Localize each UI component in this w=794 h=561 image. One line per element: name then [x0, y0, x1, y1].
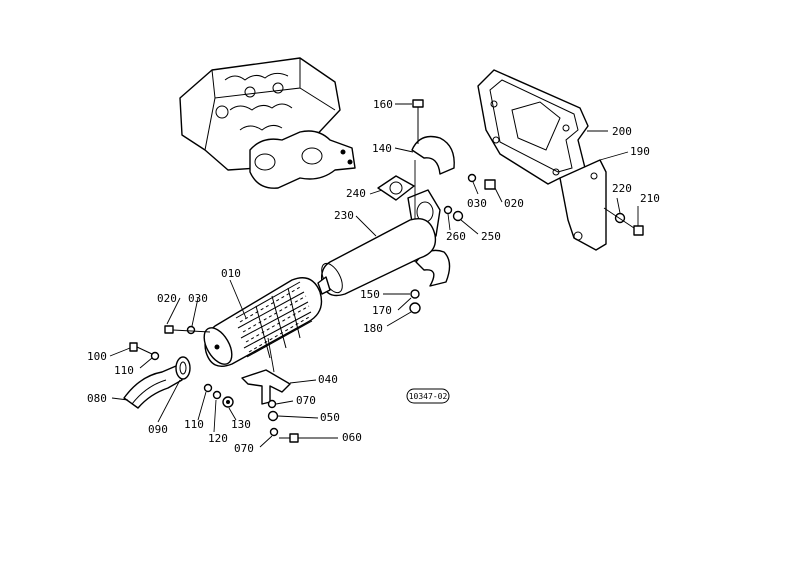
washer-120	[212, 390, 222, 400]
bolt-100	[129, 342, 153, 355]
bracket-plate-200	[477, 69, 589, 187]
bolt-060	[279, 433, 299, 443]
label-130: 130	[231, 418, 251, 431]
label-110-upper: 110	[114, 364, 134, 377]
washer-070-upper	[267, 399, 277, 409]
part-labels: 160 140 240 230 200 190 030 020 220 210 …	[87, 98, 660, 455]
label-010: 010	[221, 267, 241, 280]
muffler-230	[317, 217, 437, 297]
label-210: 210	[640, 192, 660, 205]
reference-code-badge: 10347-02	[406, 388, 450, 404]
label-030-left: 030	[188, 292, 208, 305]
label-020-left: 020	[157, 292, 177, 305]
label-230: 230	[334, 209, 354, 222]
leader-lines	[109, 103, 639, 448]
label-220: 220	[612, 182, 632, 195]
reference-code-text: 10347-02	[409, 392, 448, 401]
washer-070-lower	[269, 427, 279, 437]
label-110-lower: 110	[184, 418, 204, 431]
label-100: 100	[87, 350, 107, 363]
nut-050	[267, 410, 279, 422]
label-250: 250	[481, 230, 501, 243]
label-140: 140	[372, 142, 392, 155]
label-160: 160	[373, 98, 393, 111]
silencer-010	[203, 277, 323, 367]
heat-shield-upper	[411, 135, 455, 175]
label-080: 080	[87, 392, 107, 405]
label-020-right: 020	[504, 197, 524, 210]
nut-250	[452, 210, 464, 222]
washer-260	[443, 205, 453, 215]
label-120: 120	[208, 432, 228, 445]
exhaust-manifold	[249, 130, 356, 189]
label-070-lower: 070	[234, 442, 254, 455]
nut-180	[409, 302, 421, 314]
label-200: 200	[612, 125, 632, 138]
bracket-040	[241, 369, 291, 405]
label-070-upper: 070	[296, 394, 316, 407]
bolt-020-right	[484, 179, 496, 190]
washer-110-lower	[203, 383, 213, 393]
label-040: 040	[318, 373, 338, 386]
label-190: 190	[630, 145, 650, 158]
label-090: 090	[148, 423, 168, 436]
washer-110-upper	[150, 351, 160, 361]
label-060: 060	[342, 431, 362, 444]
label-050: 050	[320, 411, 340, 424]
label-240: 240	[346, 187, 366, 200]
clamp-090	[175, 356, 191, 380]
washer-030-left	[186, 325, 196, 335]
label-170: 170	[372, 304, 392, 317]
washer-030-right	[467, 173, 477, 183]
label-180: 180	[363, 322, 383, 335]
bolt-160	[412, 99, 424, 144]
label-150: 150	[360, 288, 380, 301]
washer-170	[410, 289, 420, 299]
bolt-210	[633, 225, 644, 236]
bracket-plate-190	[559, 159, 607, 251]
silencer-perforations	[235, 281, 313, 359]
label-030-right: 030	[467, 197, 487, 210]
gasket-240	[377, 175, 415, 201]
bolt-020-left	[164, 325, 174, 334]
tail-pipe-080	[123, 365, 183, 409]
label-260: 260	[446, 230, 466, 243]
